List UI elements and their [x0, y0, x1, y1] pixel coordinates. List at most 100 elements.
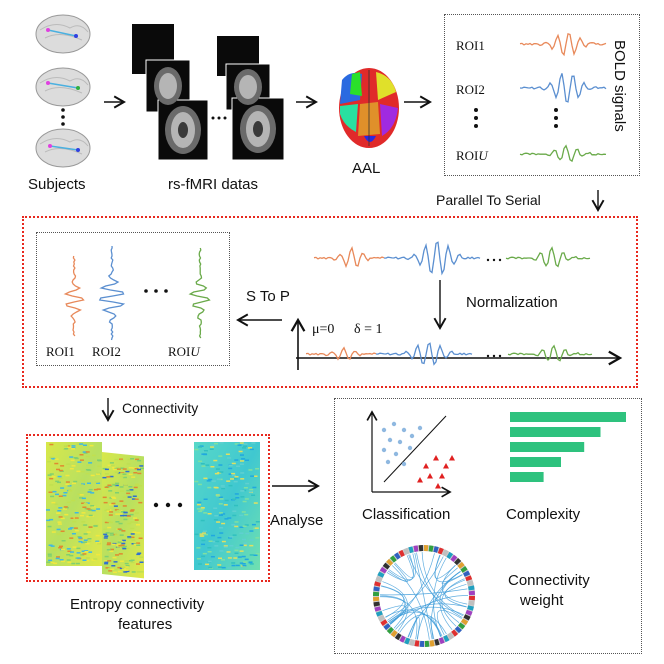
heatmap-cell [76, 552, 81, 554]
scatter-point-blue [397, 439, 403, 445]
heatmap-cell [117, 566, 122, 569]
ring-segment [386, 626, 394, 634]
ring-segment [460, 618, 469, 626]
heatmap-cell [56, 533, 61, 535]
heatmap-cell [104, 535, 109, 537]
heatmap-cell [240, 478, 245, 480]
s-to-p-label: S To P [246, 288, 290, 305]
heatmap-cell [104, 486, 109, 488]
bold-rois-ellipsis [474, 108, 558, 128]
heatmap-cell [49, 518, 54, 521]
delta-label: δ = 1 [354, 322, 383, 337]
heatmap-cell [49, 473, 54, 475]
subjects-label: Subjects [28, 176, 86, 193]
heatmap-cell [119, 459, 124, 462]
ring-segment [466, 580, 474, 586]
heatmap-cell [121, 542, 126, 545]
heatmap-cell [201, 465, 206, 467]
heatmap-cell [76, 470, 81, 473]
heatmap-cell [65, 474, 70, 477]
heatmap-cell [252, 486, 257, 489]
heatmap-cell [81, 521, 86, 523]
heatmap-cell [60, 517, 65, 520]
heatmap-cell [56, 556, 60, 558]
heatmap-cell [130, 559, 135, 561]
heatmap-cell [121, 502, 126, 504]
heatmap-cell [235, 564, 240, 567]
scatter-point-blue [381, 427, 387, 433]
heatmap-cell [83, 444, 87, 446]
fmri-stack-2 [217, 36, 285, 161]
heatmap-cell [49, 456, 54, 459]
heatmap-cell [79, 514, 84, 517]
heatmap-cell [58, 507, 63, 509]
heatmap-cell [59, 545, 63, 548]
heatmap-cell [119, 529, 123, 531]
heatmap-cell [85, 542, 90, 545]
heatmap-cell [81, 512, 86, 514]
heatmap-cell [131, 498, 136, 500]
heatmap-cell [63, 508, 67, 510]
scatter-point-red [449, 455, 455, 461]
heatmap-cell [139, 465, 144, 467]
heatmap-cell [216, 521, 221, 523]
heatmap-cell [76, 557, 81, 559]
connectivity-weight-line2: weight [520, 592, 564, 609]
heatmap-cell [249, 554, 254, 556]
heatmap-cell [119, 567, 124, 570]
heatmap-cell [243, 487, 248, 489]
heatmap-cell [231, 524, 236, 526]
heatmap-cell [104, 468, 109, 471]
heatmap-cell [89, 444, 94, 447]
heatmap-cell [140, 467, 144, 470]
heatmap-cell [107, 464, 112, 467]
heatmap-cell [107, 484, 112, 486]
heatmap-cell [242, 500, 247, 503]
heatmap-cell [133, 543, 138, 546]
heatmap-cell [117, 570, 122, 573]
ring-link [436, 610, 462, 636]
heatmap-cell [52, 458, 57, 460]
heatmap-cell [51, 531, 56, 533]
heatmap-cell [107, 567, 112, 570]
heatmap-cell [194, 480, 199, 483]
heatmap-cell [218, 464, 223, 466]
heatmap-cell [212, 541, 217, 543]
ring-segment [373, 586, 380, 592]
features-label-line1: Entropy connectivity [70, 596, 205, 613]
connectivity-weight-ring [373, 545, 475, 647]
bold-signal-roi1 [519, 32, 607, 57]
heatmap-cell [198, 510, 203, 513]
heatmap-cell [91, 505, 96, 508]
heatmap-cell [198, 460, 203, 463]
ring-segment [429, 640, 435, 647]
ring-segment [468, 585, 475, 591]
ring-segment [409, 639, 415, 646]
heatmap-cell [245, 532, 250, 535]
heatmap-cell [201, 543, 205, 546]
heatmap-cell [217, 564, 222, 566]
heatmap-cell [70, 459, 75, 462]
heatmap-cell [107, 526, 112, 529]
heatmap-cell [239, 463, 244, 465]
heatmap-cell [240, 460, 244, 462]
heatmap-cell [54, 462, 59, 465]
heatmap-cell [234, 521, 239, 523]
heatmap-cell [111, 482, 116, 485]
heatmap-cell [254, 527, 259, 529]
heatmap-cell [245, 482, 250, 485]
heatmap-cell [68, 528, 72, 530]
subject-brain-3 [35, 128, 91, 168]
heatmap-cell [88, 526, 93, 528]
heatmap-cell [138, 537, 143, 539]
heatmap-cell [110, 568, 115, 571]
heatmap-cell [130, 536, 135, 539]
heatmap-cell [127, 458, 132, 461]
heatmap-cell [86, 508, 91, 510]
fmri-stack-1 [132, 24, 209, 161]
heatmap-cell [136, 553, 141, 556]
ring-link [416, 552, 460, 623]
heatmap-cell [135, 458, 140, 461]
heatmap-cell [82, 559, 87, 561]
